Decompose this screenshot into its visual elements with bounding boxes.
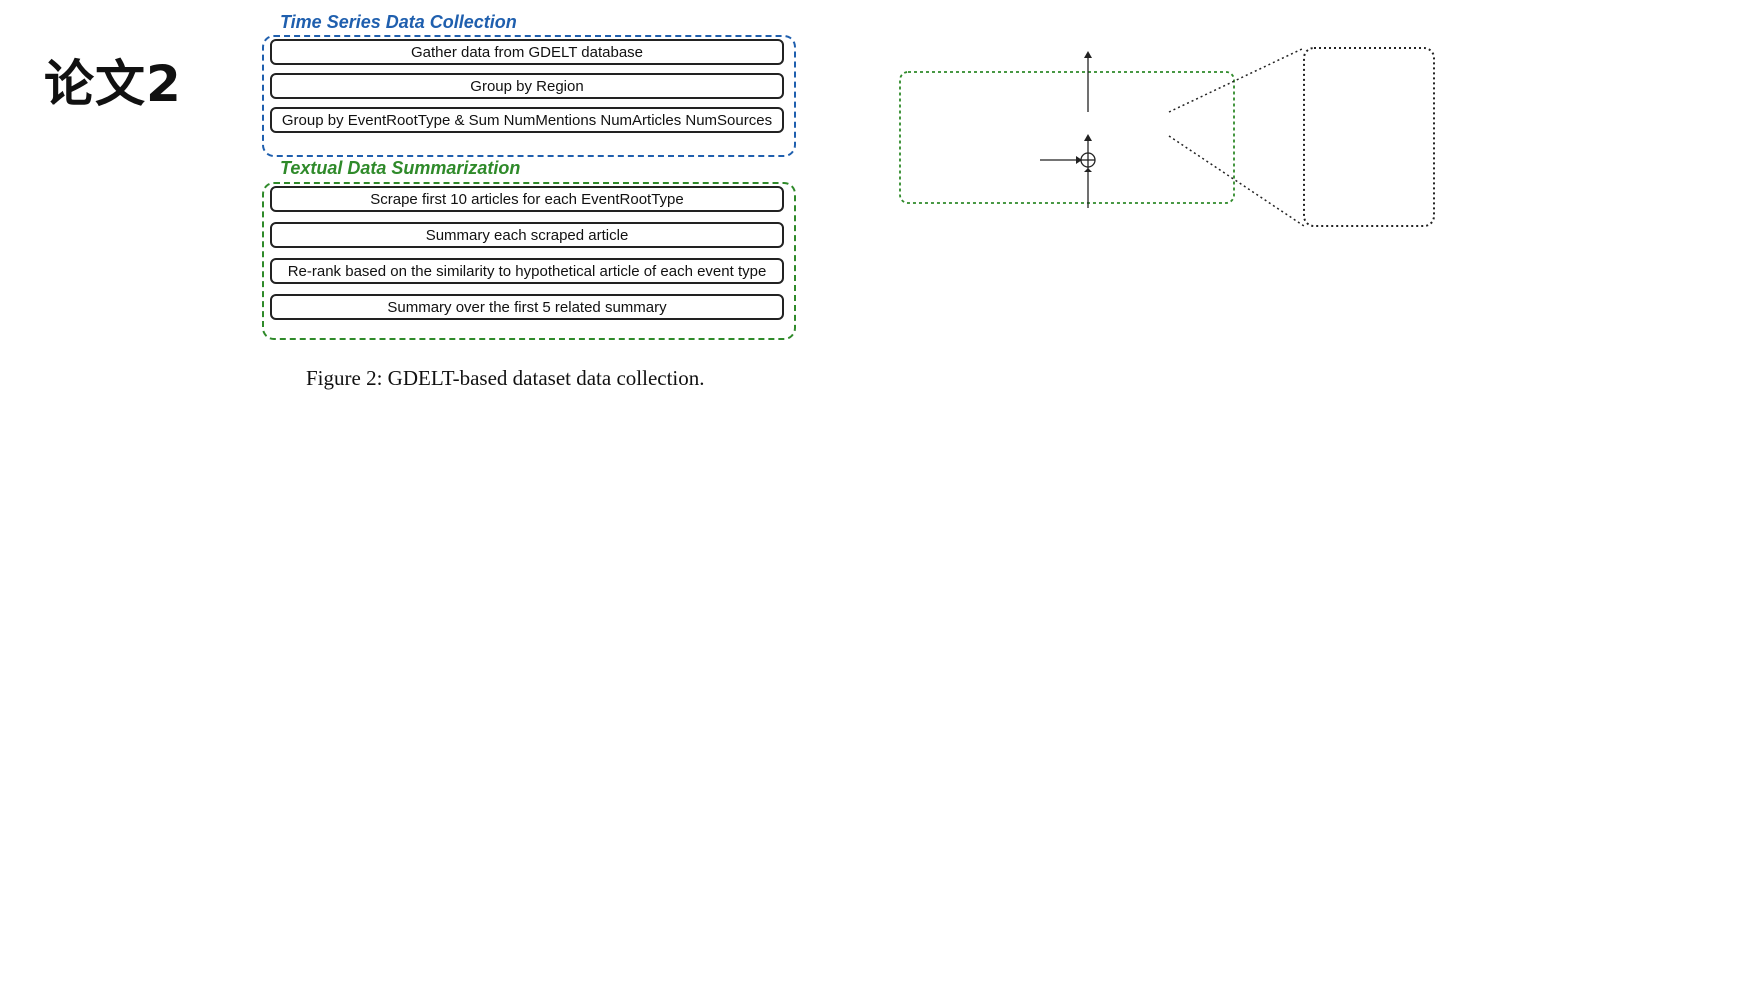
group-box-textual [262,182,796,340]
step-group-eventroot: Group by EventRootType & Sum NumMentions… [270,107,784,133]
step-rerank: Re-rank based on the similarity to hypot… [270,258,784,284]
step-gather: Gather data from GDELT database [270,39,784,65]
group-label-textual: Textual Data Summarization [280,158,521,178]
slide-title: 论文2 [44,55,182,113]
step-summary-top5: Summary over the first 5 related summary [270,294,784,320]
step-group-region: Group by Region [270,73,784,99]
group-label-time-series: Time Series Data Collection [280,12,517,32]
step-scrape: Scrape first 10 articles for each EventR… [270,186,784,212]
group-box-time-series [262,35,796,157]
architecture-connectors [899,47,1435,227]
architecture-diagram [880,16,1460,408]
figure-caption: Figure 2: GDELT-based dataset data colle… [306,366,705,390]
figure-2-pipeline: Time Series Data Collection Gather data … [258,8,798,398]
step-summary: Summary each scraped article [270,222,784,248]
